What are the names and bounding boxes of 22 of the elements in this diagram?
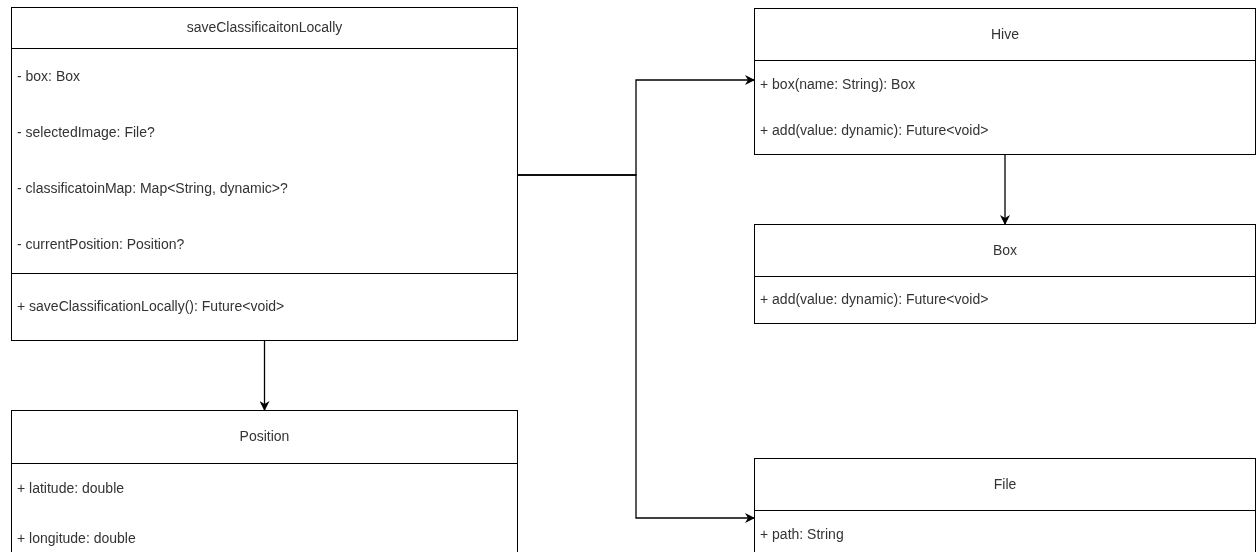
class-name: Box [992, 241, 1018, 260]
class-name: File [993, 475, 1017, 494]
class-member: + longitude: double [16, 529, 136, 547]
class-name: Position [239, 428, 290, 446]
class-member: + latitude: double [16, 480, 125, 498]
class-box [754, 458, 1256, 552]
class-member: + add(value: dynamic): Future<void> [759, 291, 989, 309]
class-member: - box: Box [16, 68, 81, 86]
class-box [11, 410, 518, 552]
class-member: + path: String [759, 526, 844, 544]
class-member: + saveClassificationLocally(): Future<void> [16, 298, 285, 316]
class-box [754, 8, 1256, 155]
class-name: saveClassificaitonLocally [186, 19, 343, 37]
arrow [517, 174, 755, 523]
class-name: Hive [991, 25, 1019, 44]
class-box [754, 224, 1256, 324]
class-member: + add(value: dynamic): Future<void> [759, 122, 989, 140]
class-member: + box(name: String): Box [759, 75, 916, 93]
class-member: - classificatoinMap: Map<String, dynamic>? [16, 180, 288, 198]
class-member: - selectedImage: File? [16, 124, 155, 142]
class-member: - currentPosition: Position? [16, 236, 185, 254]
class-box [11, 7, 518, 341]
